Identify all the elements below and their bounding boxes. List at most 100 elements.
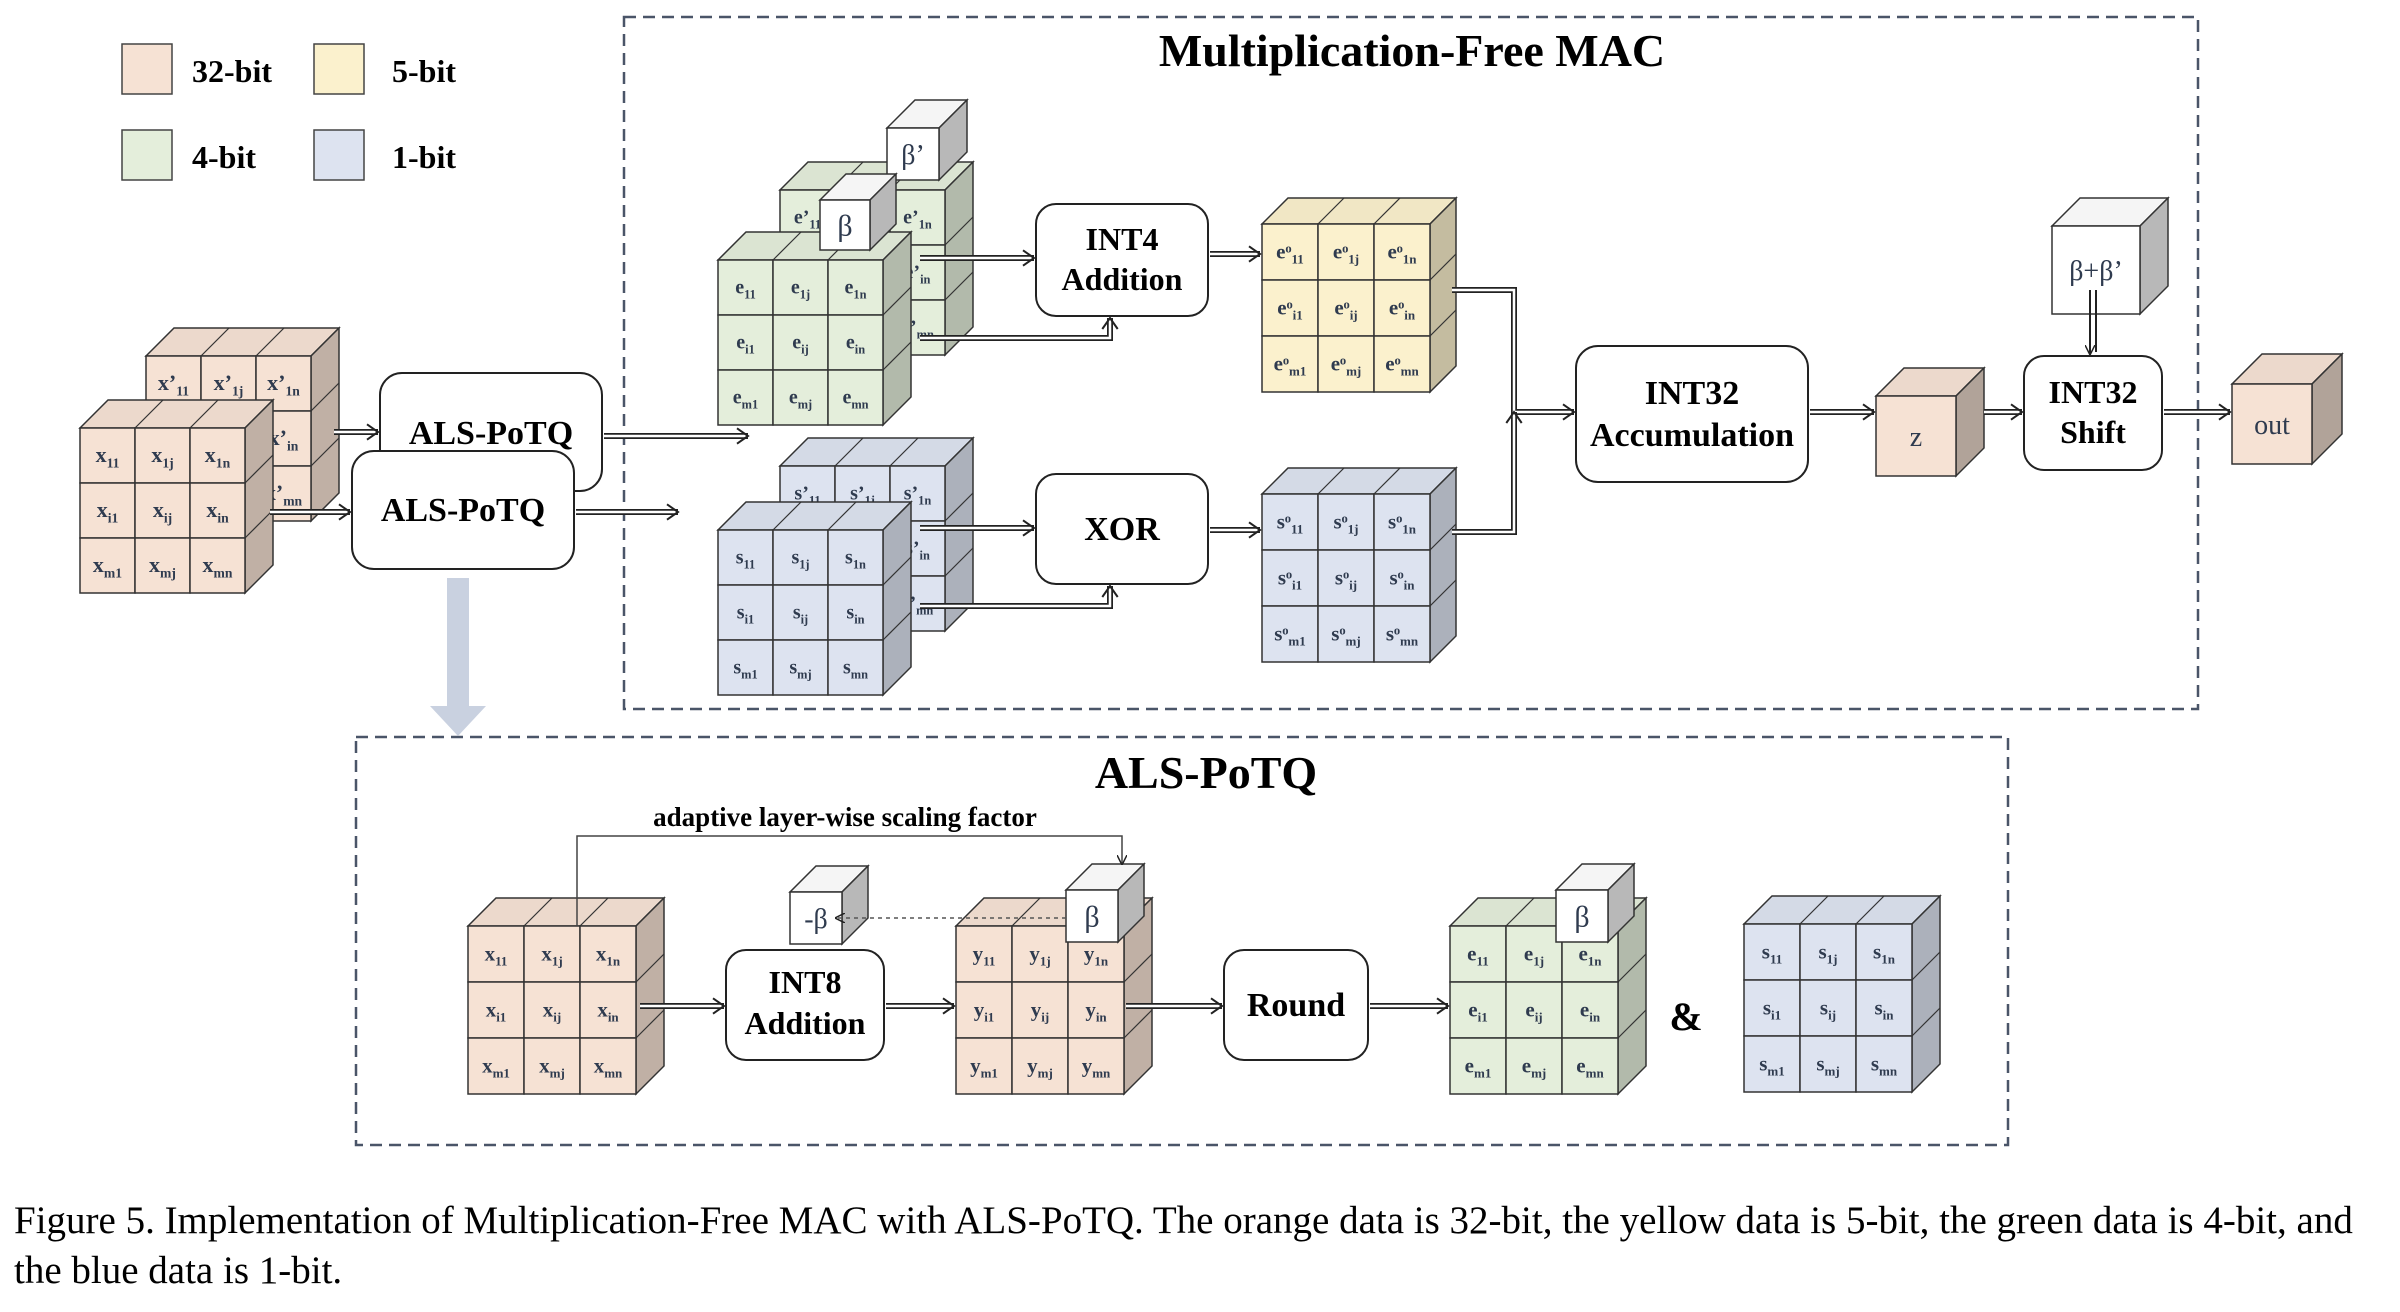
cube-cell-label: smn xyxy=(1871,1051,1898,1078)
svg-text:INT8: INT8 xyxy=(769,964,842,1000)
arrow-z-to-shift xyxy=(1984,403,2024,421)
cube-z: z xyxy=(1874,366,1986,478)
cube-cell-label: ymj xyxy=(1027,1053,1053,1080)
arrow-sout-to-acc xyxy=(1452,410,1523,535)
cube-cell-label: x11 xyxy=(96,442,120,471)
cube-cell-label: x’11 xyxy=(158,370,189,399)
scaling-factor-label: adaptive layer-wise scaling factor xyxy=(653,802,1037,832)
potq-panel xyxy=(354,735,2010,1147)
arrow-s-to-xor xyxy=(920,519,1036,537)
xor-box[interactable]: XOR xyxy=(1035,473,1209,585)
cube-cell-label: sij xyxy=(793,602,808,627)
cube-beta: β xyxy=(818,172,898,252)
cube-cell-label: eij xyxy=(1525,997,1542,1024)
cube-cell-label: ymn xyxy=(1082,1053,1111,1080)
cube-cell-label: sᵒ11 xyxy=(1277,509,1304,536)
cube-cell-label: eᵒ1n xyxy=(1387,239,1417,266)
cube-cell-label: sin xyxy=(846,602,864,627)
arrow-xor-to-sout xyxy=(1210,521,1262,539)
cube-cell-label: e1n xyxy=(1578,941,1602,968)
legend-label-32bit: 32-bit xyxy=(192,53,272,89)
int32-accumulation-box[interactable]: INT32 Accumulation xyxy=(1575,345,1809,483)
arrow-y-to-round xyxy=(1126,997,1224,1015)
cube-cell-label: xin xyxy=(597,997,619,1024)
arrow-layer xyxy=(270,245,2232,1015)
cube-label: -β xyxy=(804,904,828,935)
cube-cell-label: e1j xyxy=(1524,941,1544,968)
cube-cell-label: xij xyxy=(153,497,172,526)
mac-panel xyxy=(622,15,2200,711)
legend-label-1bit: 1-bit xyxy=(392,139,456,175)
cube-label: β+β’ xyxy=(2069,256,2123,287)
svg-text:Addition: Addition xyxy=(1062,261,1183,297)
cube-cell-label: xi1 xyxy=(486,997,507,1024)
svg-text:INT4: INT4 xyxy=(1086,221,1159,257)
cube-cell-label: eᵒij xyxy=(1334,295,1357,322)
cube-cell-label: x1n xyxy=(205,442,231,471)
cube-cell-label: e1n xyxy=(845,277,867,302)
cube-cell-label: y1j xyxy=(1029,941,1050,968)
arrow-x-to-potq-back xyxy=(334,423,380,441)
ampersand: & xyxy=(1669,994,1702,1039)
cube-cell-label: s11 xyxy=(736,547,756,572)
cube-cell-label: xin xyxy=(206,497,229,526)
cube-layer: x’11x’1jx’1nx’i1x’ijx’inx’m1x’mjx’mnx11x… xyxy=(78,98,2344,1096)
scaling-factor-line xyxy=(576,835,1122,926)
svg-text:XOR: XOR xyxy=(1084,511,1160,548)
arrow-eout-to-acc xyxy=(1452,287,1576,421)
cube-cell-label: ei1 xyxy=(736,332,755,357)
cube-cell-label: xmn xyxy=(203,552,233,581)
cube-cell-label: xm1 xyxy=(482,1053,510,1080)
int8-addition-box[interactable]: INT8 Addition xyxy=(725,949,885,1061)
cube-cell-label: em1 xyxy=(1465,1053,1492,1080)
cube-cell-label: e1j xyxy=(791,277,810,302)
arrow-e-to-int4 xyxy=(920,249,1036,267)
svg-text:Accumulation: Accumulation xyxy=(1590,417,1794,454)
legend-swatch-4bit xyxy=(121,129,173,181)
arrow-sprime-to-xor xyxy=(920,584,1119,609)
int32-shift-box[interactable]: INT32 Shift xyxy=(2023,355,2163,471)
cube-cell-label: eij xyxy=(792,332,808,357)
svg-text:Shift: Shift xyxy=(2060,414,2126,450)
cube-cell-label: sm1 xyxy=(1759,1051,1785,1078)
cube-cell-label: sᵒ1n xyxy=(1388,509,1417,536)
cube-cell-label: x11 xyxy=(485,941,508,968)
arrow-round-to-e xyxy=(1370,997,1450,1015)
cube-cell-label: yij xyxy=(1031,997,1049,1024)
down-arrow xyxy=(430,578,486,736)
cube-cell-label: eᵒmn xyxy=(1385,351,1419,378)
round-box[interactable]: Round xyxy=(1223,949,1369,1061)
arrow-eprime-to-int4 xyxy=(920,316,1119,341)
svg-text:INT32: INT32 xyxy=(2049,374,2138,410)
cube-label: β xyxy=(1574,901,1589,934)
cube-cell-label: smn xyxy=(843,657,868,682)
cube-cell-label: s1j xyxy=(791,547,809,572)
cube-cell-label: e11 xyxy=(1467,941,1489,968)
cube-cell-label: s’1j xyxy=(850,483,875,508)
legend: 32-bit 5-bit 4-bit 1-bit xyxy=(121,43,456,181)
cube-cell-label: e11 xyxy=(735,277,756,302)
als-potq-box-front[interactable]: ALS-PoTQ xyxy=(351,450,575,570)
cube-cell-label: x1j xyxy=(151,442,173,471)
cube-cell-label: x1j xyxy=(541,941,562,968)
cube-cell-label: s’1n xyxy=(904,483,932,508)
int4-addition-box[interactable]: INT4 Addition xyxy=(1035,203,1209,317)
cube-cell-label: xmj xyxy=(149,552,176,581)
arrow-x-to-int8 xyxy=(640,997,726,1015)
cube-cell-label: eᵒ1j xyxy=(1333,239,1359,266)
cube-out: out xyxy=(2230,352,2344,466)
legend-label-4bit: 4-bit xyxy=(192,139,256,175)
cube-cell-label: e’11 xyxy=(794,207,821,232)
legend-swatch-5bit xyxy=(313,43,365,95)
legend-swatch-32bit xyxy=(121,43,173,95)
cube-potq-e-beta: β xyxy=(1554,862,1636,944)
cube-cell-label: x1n xyxy=(596,941,621,968)
cube-cell-label: sᵒm1 xyxy=(1274,621,1306,648)
cube-potq-beta: β xyxy=(1064,862,1146,944)
cube-cell-label: smj xyxy=(789,657,811,682)
arrow-int8-to-y xyxy=(886,997,956,1015)
